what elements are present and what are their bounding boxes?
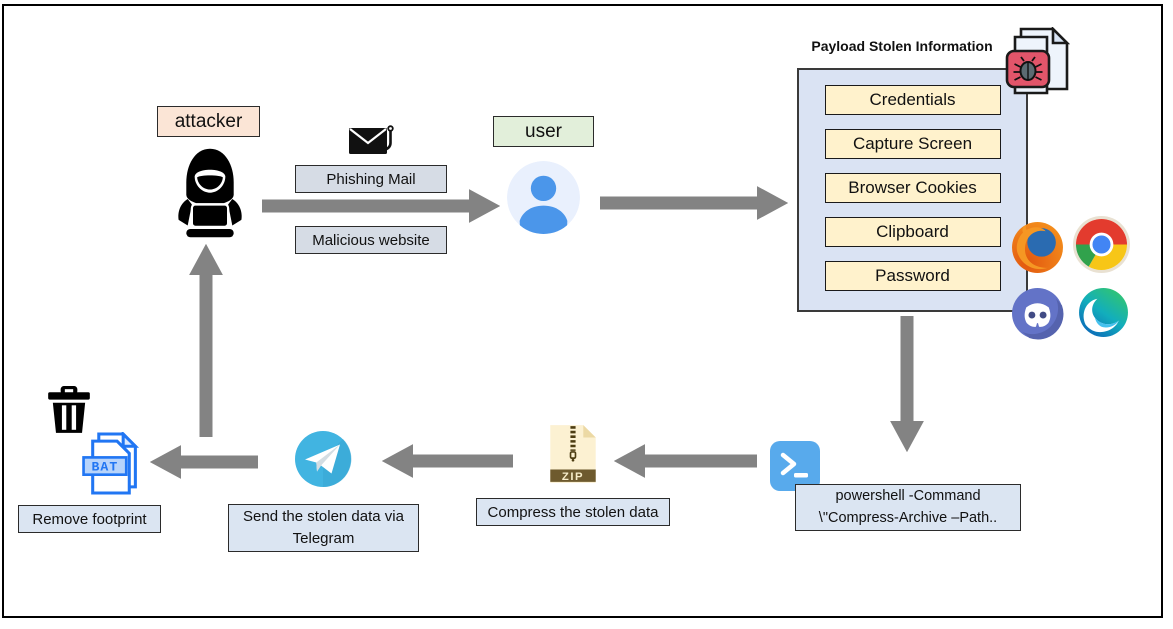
powershell-icon [770,441,820,491]
payload-item-credentials: Credentials [824,85,1001,115]
phishing-mail-box: Phishing Mail [295,165,447,193]
malicious-website-text: Malicious website [312,231,430,249]
telegram-box: Send the stolen data via Telegram [228,504,419,552]
chrome-icon [1073,216,1130,273]
malicious-website-box: Malicious website [295,226,447,254]
payload-item-clipboard: Clipboard [824,217,1001,247]
attacker-label: attacker [157,106,260,137]
phishing-mail-text: Phishing Mail [326,170,416,188]
compress-box: Compress the stolen data [476,498,670,526]
discord-icon [1012,288,1064,340]
attacker-label-text: attacker [174,110,243,132]
firefox-icon [1012,222,1063,273]
payload-item-browser-cookies: Browser Cookies [824,173,1001,203]
powershell-command-box: powershell -Command \"Compress-Archive –… [795,484,1021,531]
malware-file-icon [1005,27,1071,95]
remove-footprint-box: Remove footprint [18,505,161,533]
payload-panel: Credentials Capture Screen Browser Cooki… [797,68,1028,312]
payload-title: Payload Stolen Information [811,38,993,54]
payload-item-capture-screen: Capture Screen [824,129,1001,159]
telegram-text: Send the stolen data via Telegram [243,507,404,548]
zip-file-icon: ZIP [550,425,596,483]
hacker-icon [178,148,242,238]
telegram-icon [295,431,352,488]
powershell-command-line1: powershell -Command [835,488,981,505]
diagram-border [2,4,1163,618]
edge-icon [1079,288,1128,337]
user-label: user [493,116,594,147]
remove-footprint-text: Remove footprint [32,510,147,528]
phishing-mail-hook-icon [349,125,394,154]
payload-item-password: Password [824,261,1001,291]
compress-text: Compress the stolen data [487,503,659,521]
bat-badge-text: BAT [91,460,118,475]
trash-icon [48,386,90,433]
user-label-text: user [525,120,562,142]
zip-badge-text: ZIP [562,471,584,483]
bat-file-icon: BAT [82,432,140,495]
powershell-command-line2: \"Compress-Archive –Path.. [818,509,998,526]
user-avatar [507,161,580,234]
